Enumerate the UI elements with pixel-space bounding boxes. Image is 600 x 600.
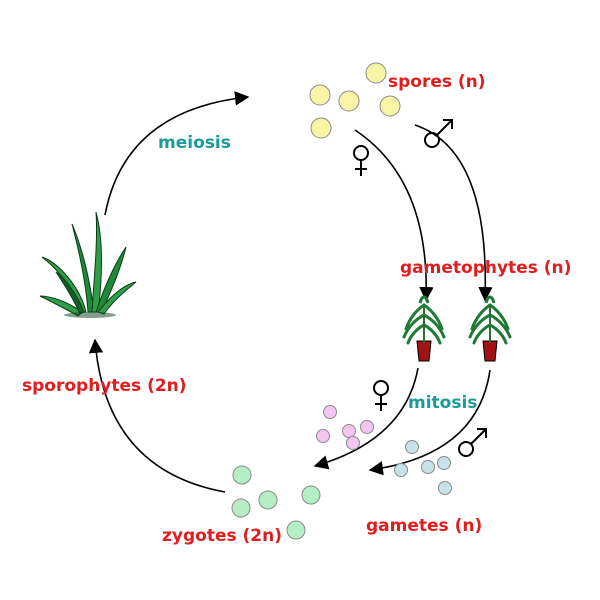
arrow-female-spores-to-gametophyte (354, 129, 434, 302)
male-symbol-icon (458, 428, 487, 457)
spore (310, 117, 332, 139)
female-gamete (316, 429, 330, 443)
spores-cluster (309, 62, 401, 139)
zygote (232, 465, 252, 485)
arrow-zygote-to-sporophyte (88, 338, 226, 493)
label-gametophytes: gametophytes (n) (400, 258, 571, 278)
female-symbol-icon (353, 145, 369, 176)
female-gametes-cluster (316, 405, 374, 450)
arrow-male-gametophyte-to-zygote (368, 369, 491, 476)
female-symbol-icon (373, 380, 389, 411)
label-spores: spores (n) (388, 72, 486, 92)
male-gametes-cluster (394, 440, 452, 495)
zygote (301, 485, 321, 505)
spore (365, 62, 387, 84)
label-sporophytes: sporophytes (2n) (22, 376, 187, 396)
zygote (231, 498, 251, 518)
male-gamete (437, 456, 451, 470)
male-gamete (394, 463, 408, 477)
male-gamete (438, 481, 452, 495)
label-mitosis: mitosis (408, 393, 477, 413)
male-gamete (421, 460, 435, 474)
potted-plant-icon (402, 295, 446, 362)
spore (338, 90, 360, 112)
female-gamete (342, 424, 356, 438)
female-gamete (323, 405, 337, 419)
label-meiosis: meiosis (158, 133, 231, 153)
grass-plant-icon (39, 211, 137, 318)
male-gamete (405, 440, 419, 454)
female-gamete (360, 420, 374, 434)
zygote (286, 520, 306, 540)
spore (309, 84, 331, 106)
zygotes-cluster (231, 465, 321, 540)
male-symbol-icon (424, 119, 453, 148)
label-zygotes: zygotes (2n) (162, 526, 282, 546)
spore (379, 95, 401, 117)
zygote (258, 490, 278, 510)
arrow-meiosis (104, 91, 250, 216)
arrow-female-gametophyte-to-zygote (313, 367, 419, 470)
label-gametes: gametes (n) (366, 516, 482, 536)
potted-plant-icon (468, 295, 512, 362)
female-gamete (346, 436, 360, 450)
